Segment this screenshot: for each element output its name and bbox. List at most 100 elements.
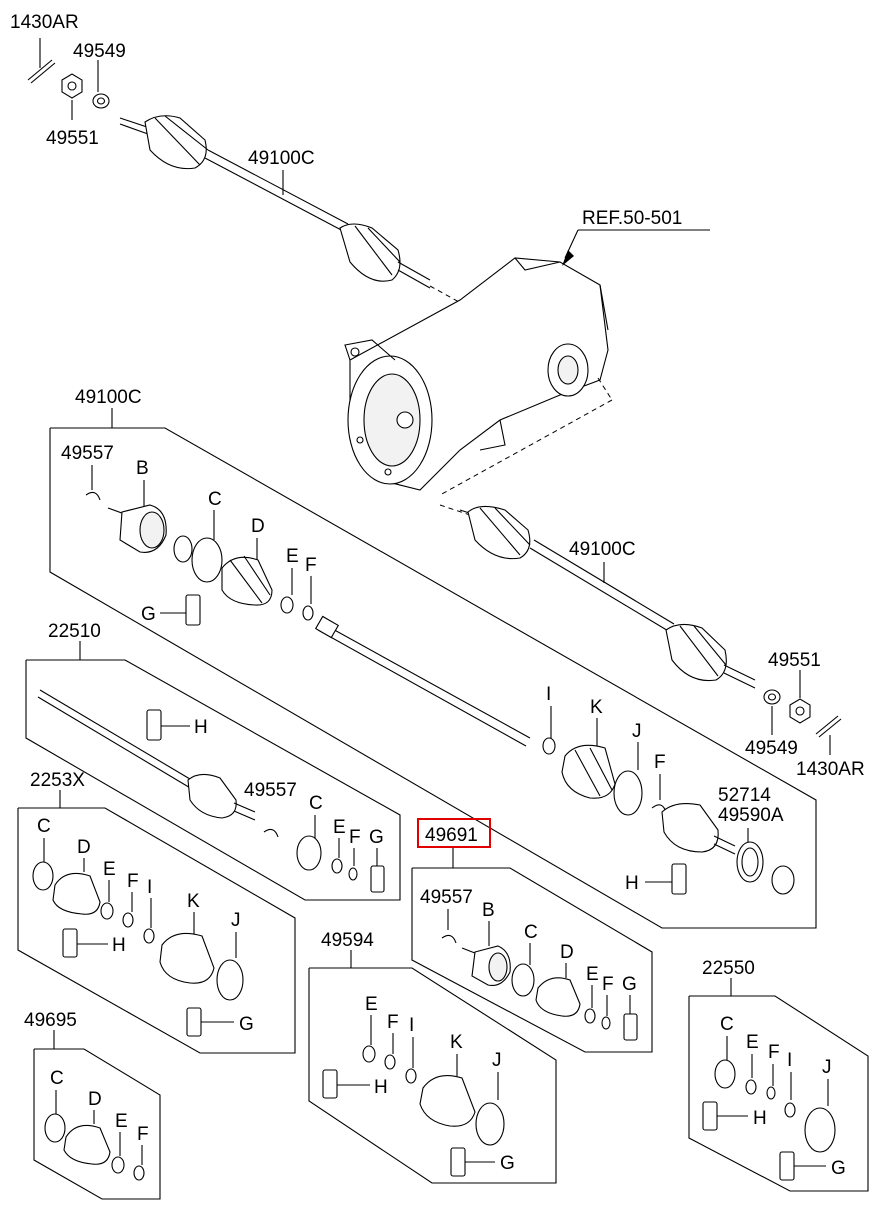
kit-22550-label-e: E [746,1032,759,1053]
split-pin-left[interactable] [27,59,56,84]
right-drive-shaft[interactable] [439,504,756,689]
kit-49691-circlip[interactable] [441,934,457,944]
kit-49691-label-c: C [524,922,538,943]
kit-main-label-e: E [286,546,299,567]
kit-49695-band-f[interactable] [133,1165,145,1181]
boot-d[interactable] [221,556,273,606]
kit-49594-grease-g[interactable] [450,1147,466,1177]
kit-22510-shaft[interactable] [37,689,256,821]
kit-2253x-label-k: K [187,891,200,912]
kit-49691-title[interactable]: 49691 [425,825,478,846]
kit-22510-band-e[interactable] [331,858,343,874]
kit-22550-grease-h[interactable] [702,1101,718,1131]
kit-main-label-j: J [632,721,642,742]
band-f[interactable] [302,605,314,621]
kit-22510-clamp-c[interactable] [296,835,322,871]
castle-nut-left[interactable] [61,73,83,99]
kit-2253x-band-i[interactable] [143,928,155,944]
kit-49594-grease-h[interactable] [322,1069,338,1099]
grease-g[interactable] [185,594,201,626]
kit-22550-clamp-c[interactable] [714,1059,736,1089]
outer-joint-assembly[interactable] [661,803,736,855]
kit-2253x-grease-g[interactable] [186,1007,202,1037]
washer-left[interactable] [92,93,110,109]
kit-2253x-grease-h[interactable] [62,928,78,958]
kit-22550-label-g: G [831,1158,846,1179]
kit-2253x-band-f[interactable] [122,912,134,928]
washer-right[interactable] [763,689,781,705]
kit-49691-label-b: B [482,900,495,921]
kit-22550-band-i[interactable] [784,1102,796,1118]
kit-49695-clamp-c[interactable] [44,1113,66,1143]
split-pin-right[interactable] [815,715,842,738]
castle-nut-right[interactable] [789,698,811,724]
differential-housing[interactable] [344,257,613,496]
kit-main-label-f2: F [654,752,666,773]
kit-2253x-band-e[interactable] [100,902,114,920]
ring-outer[interactable] [771,865,795,895]
kit-22510-label-f: F [349,827,361,848]
kit-49594-band-i[interactable] [405,1068,417,1084]
label-nut-left: 49551 [46,128,99,149]
kit-49594-band-e[interactable] [362,1045,376,1063]
tone-ring[interactable] [736,841,764,883]
kit-main-label-h: H [625,873,639,894]
kit-22550-outline [688,978,869,1192]
kit-22550-grease-g[interactable] [779,1151,795,1181]
kit-22550-band-e[interactable] [745,1079,757,1095]
kit-22550-label-f: F [768,1042,780,1063]
kit-49594-label-i: I [409,1015,414,1036]
kit-49691-label-d: D [560,942,574,963]
kit-49691-band-f[interactable] [601,1016,611,1030]
kit-49594-boot-k[interactable] [419,1075,476,1127]
intermediate-shaft[interactable] [314,615,531,747]
circlip-part[interactable] [85,491,101,501]
kit-49695-band-e[interactable] [111,1156,125,1174]
kit-49691-boot-d[interactable] [535,977,581,1017]
kit-49594-label-j: J [492,1050,502,1071]
band-e[interactable] [280,596,294,614]
kit-2253x-clamp-c[interactable] [32,861,54,891]
clamp-j[interactable] [613,770,643,816]
kit-49691-band-e[interactable] [584,1008,596,1024]
kit-22510-band-f[interactable] [348,867,358,881]
kit-22550-title: 22550 [702,958,755,979]
grease-h[interactable] [671,863,687,895]
kit-49594-label-e: E [365,994,378,1015]
kit-2253x-clamp-j[interactable] [216,959,244,1001]
kit-2253x-label-f: F [127,871,139,892]
kit-49691-grease-g[interactable] [623,1013,638,1041]
kit-2253x-label-d: D [77,837,91,858]
kit-2253x-label-j: J [231,910,241,931]
clamp-c[interactable] [191,537,223,583]
label-ref-housing: REF.50-501 [582,208,682,229]
band-i[interactable] [542,737,556,755]
label-split-pin-left: 1430AR [10,12,79,33]
kit-49695-boot-d[interactable] [63,1124,111,1165]
kit-22510-title: 22510 [48,621,101,642]
kit-22550-clamp-j[interactable] [804,1107,836,1153]
kit-49691-clamp-c[interactable] [511,963,535,997]
kit-22550-band-f[interactable] [766,1086,776,1100]
kit-22510-grease-h[interactable] [146,709,162,741]
kit-22510-circlip[interactable] [263,828,279,838]
kit-22510-grease-g[interactable] [370,865,385,893]
boot-k[interactable] [561,744,616,799]
kit-49691-outline [411,848,653,1053]
kit-49594-band-f[interactable] [384,1054,396,1070]
kit-2253x-label-i: I [147,877,152,898]
kit-49695-label-e: E [115,1111,128,1132]
kit-main-label-c: C [208,489,222,510]
kit-49691-joint-b[interactable] [461,945,511,987]
kit-22510-label-clip: 49557 [244,780,297,801]
upper-drive-shaft[interactable] [119,115,471,309]
kit-main-label-clip: 49557 [61,443,114,464]
inner-joint-b[interactable] [107,480,167,553]
ring-part[interactable] [173,535,193,563]
label-shaft-right: 49100C [569,539,636,560]
kit-main-label-tone-ring: 52714 [718,785,771,806]
kit-2253x-boot-d[interactable] [52,872,101,915]
kit-2253x-boot-k[interactable] [159,932,215,984]
kit-49594-clamp-j[interactable] [475,1102,505,1146]
